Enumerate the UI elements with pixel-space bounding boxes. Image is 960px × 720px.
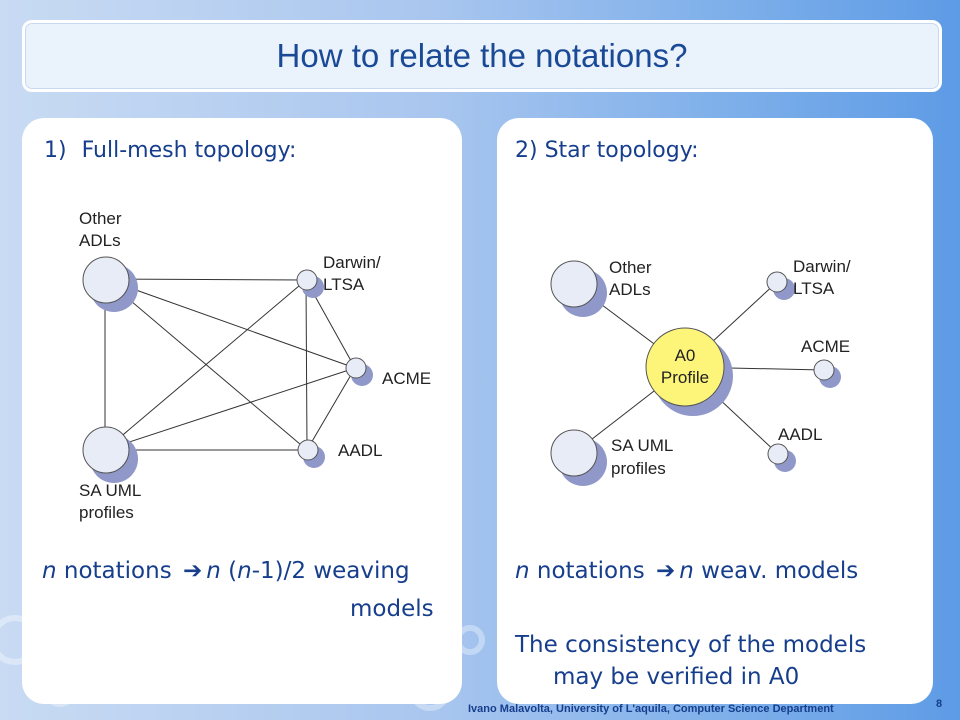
node-a0-profile <box>645 327 733 416</box>
formula-text: notations <box>56 558 180 584</box>
heading-text: Full-mesh topology: <box>81 138 297 163</box>
edge <box>305 279 308 451</box>
label-other-line2: ADLs <box>609 280 651 299</box>
node-aadl <box>297 439 325 468</box>
label-darwin-line2: LTSA <box>793 279 835 298</box>
var-n: n <box>206 558 221 584</box>
full-mesh-heading: 1) Full-mesh topology: <box>44 138 296 163</box>
formula-text: weav. models <box>693 558 859 584</box>
label-darwin-line2: LTSA <box>323 275 365 294</box>
label-acme: ACME <box>801 337 850 356</box>
title-box: How to relate the notations? <box>22 20 942 92</box>
full-mesh-diagram: Other ADLs Darwin/ LTSA ACME AADL SA UML… <box>79 209 431 522</box>
node-darwin <box>296 269 324 298</box>
label-aadl: AADL <box>338 441 382 460</box>
label-hub-line1: A0 <box>675 346 696 365</box>
label-hub-line2: Profile <box>661 368 709 387</box>
arrow-icon: ➔ <box>183 558 203 584</box>
var-n: n <box>515 558 530 584</box>
node-sa-uml <box>82 426 138 483</box>
page-number: 8 <box>936 698 943 710</box>
var-n: n <box>42 558 57 584</box>
formula-text: ( <box>220 558 238 584</box>
edge <box>104 279 307 451</box>
label-sauml-line2: profiles <box>611 459 666 478</box>
label-sauml-line1: SA UML <box>79 481 141 500</box>
label-other-line1: Other <box>79 209 122 228</box>
label-darwin-line1: Darwin/ <box>793 257 851 276</box>
edge <box>104 278 307 281</box>
full-mesh-formula: n notations ➔n (n-1)/2 weaving <box>42 558 410 584</box>
label-sauml-line1: SA UML <box>611 436 673 455</box>
label-darwin-line1: Darwin/ <box>323 253 381 272</box>
formula-text: -1)/2 weaving <box>251 558 410 584</box>
slide-title: How to relate the notations? <box>276 37 688 74</box>
formula-text: notations <box>529 558 653 584</box>
edge <box>104 367 356 451</box>
edge <box>104 278 356 369</box>
footer-text: Ivano Malavolta, University of L'aquila,… <box>468 703 834 715</box>
label-other-line2: ADLs <box>79 231 121 250</box>
node-sa-uml <box>550 429 607 486</box>
star-heading: 2) Star topology: <box>515 138 699 163</box>
var-n: n <box>237 558 252 584</box>
star-panel: 2) Star topology: <box>497 118 933 704</box>
full-mesh-panel: 1) Full-mesh topology: <box>22 118 462 704</box>
node-acme <box>345 357 373 386</box>
label-other-line1: Other <box>609 258 652 277</box>
consistency-line1: The consistency of the models <box>515 632 867 658</box>
full-mesh-formula-line2: models <box>350 596 434 622</box>
heading-number: 1) <box>44 138 67 163</box>
consistency-line2: may be verified in A0 <box>553 664 800 690</box>
edge <box>306 367 356 451</box>
node-darwin <box>766 271 795 300</box>
label-acme: ACME <box>382 369 431 388</box>
node-other-adls <box>550 260 607 317</box>
node-other-adls <box>82 256 138 312</box>
var-n: n <box>679 558 694 584</box>
star-diagram: A0 Profile Other ADLs Darwin/ LTSA ACME … <box>550 257 851 486</box>
node-acme <box>813 359 841 388</box>
arrow-icon: ➔ <box>656 558 676 584</box>
star-formula: n notations ➔n weav. models <box>515 558 858 584</box>
label-sauml-line2: profiles <box>79 503 134 522</box>
node-aadl <box>767 443 796 472</box>
label-aadl: AADL <box>778 425 822 444</box>
